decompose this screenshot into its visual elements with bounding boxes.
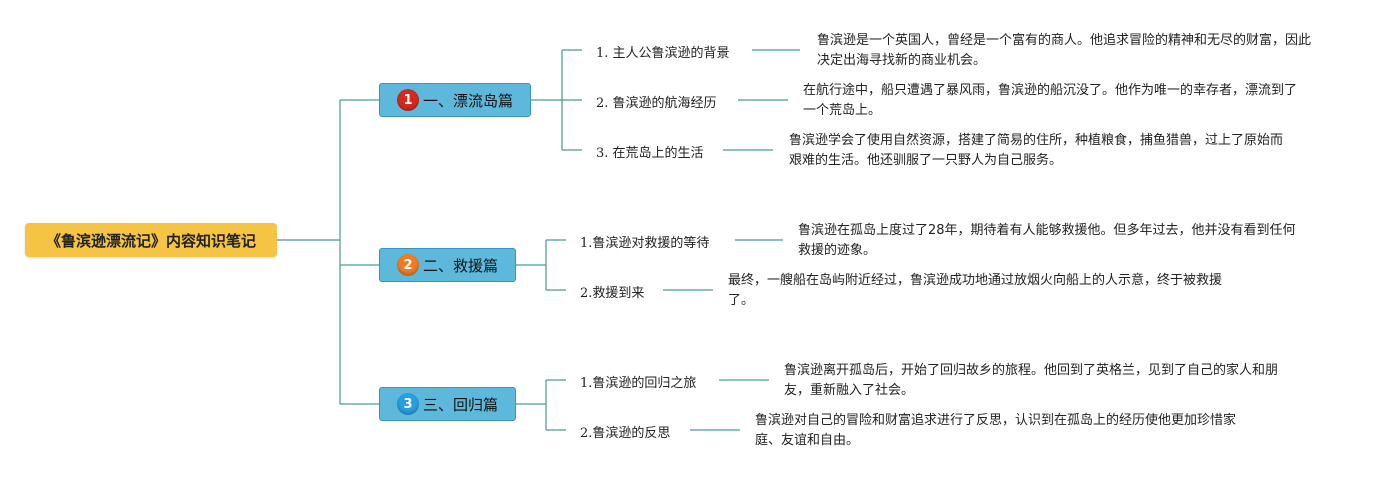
branch-label: 三、回归篇	[422, 395, 498, 414]
detail-rescue: 最终，一艘船在岛屿附近经过，鲁滨逊成功地通过放烟火向船上的人示意，终于被救援了。	[728, 273, 1223, 308]
branch-label: 一、漂流岛篇	[422, 91, 513, 110]
branch-node-1[interactable]: 1 一、漂流岛篇	[379, 83, 531, 117]
detail-return: 鲁滨逊离开孤岛后，开始了回归故乡的旅程。他回到了英格兰，见到了自己的家人和朋友，…	[784, 363, 1279, 398]
sub-topic-waiting[interactable]: 1.鲁滨逊对救援的等待	[580, 236, 710, 251]
detail-reflection: 鲁滨逊对自己的冒险和财富追求进行了反思，认识到在孤岛上的经历使他更加珍惜家庭、友…	[755, 413, 1237, 448]
number-badge-icon: 2	[396, 254, 419, 276]
root-node[interactable]: 《鲁滨逊漂流记》内容知识笔记	[25, 223, 277, 257]
detail-background: 鲁滨逊是一个英国人，曾经是一个富有的商人。他追求冒险的精神和无尽的财富，因此决定…	[817, 33, 1312, 68]
branch-label: 二、救援篇	[422, 256, 498, 275]
sub-topic-voyage[interactable]: 2. 鲁滨逊的航海经历	[596, 96, 717, 111]
sub-topic-rescue[interactable]: 2.救援到来	[580, 286, 645, 301]
detail-island-life: 鲁滨逊学会了使用自然资源，搭建了简易的住所，种植粮食，捕鱼猎兽，过上了原始而艰难…	[789, 133, 1284, 168]
number-badge-icon: 3	[396, 393, 419, 415]
sub-topic-reflection[interactable]: 2.鲁滨逊的反思	[580, 426, 671, 441]
detail-voyage: 在航行途中，船只遭遇了暴风雨，鲁滨逊的船沉没了。他作为唯一的幸存者，漂流到了一个…	[803, 83, 1298, 118]
branch-node-2[interactable]: 2 二、救援篇	[379, 248, 516, 282]
sub-topic-background[interactable]: 1. 主人公鲁滨逊的背景	[596, 46, 730, 61]
detail-waiting: 鲁滨逊在孤岛上度过了28年，期待着有人能够救援他。但多年过去，他并没有看到任何救…	[798, 223, 1296, 258]
branch-node-3[interactable]: 3 三、回归篇	[379, 387, 516, 421]
sub-topic-island-life[interactable]: 3. 在荒岛上的生活	[596, 146, 704, 161]
sub-topic-return[interactable]: 1.鲁滨逊的回归之旅	[580, 376, 697, 391]
number-badge-icon: 1	[396, 89, 419, 111]
root-title: 《鲁滨逊漂流记》内容知识笔记	[45, 231, 256, 250]
